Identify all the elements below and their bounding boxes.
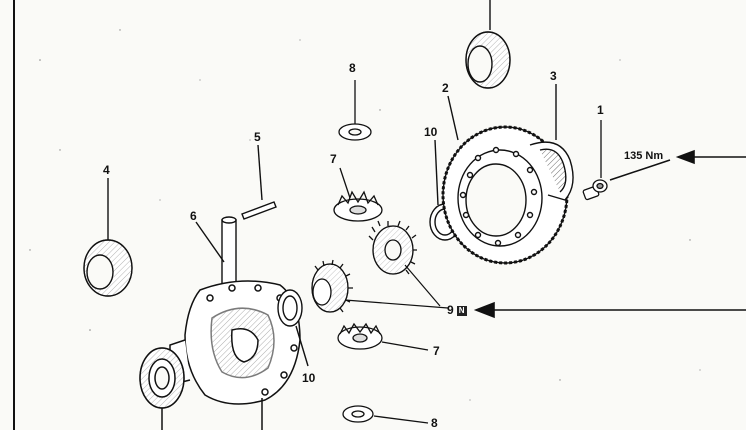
label-part-8-lower: 8 — [431, 416, 438, 430]
label-part-6: 6 — [190, 209, 197, 223]
label-part-5: 5 — [254, 130, 261, 144]
side-gear-center — [368, 220, 417, 275]
spacer-ring-lower — [277, 289, 309, 367]
side-gear-lower — [311, 259, 353, 313]
pinion-gear-lower — [337, 322, 429, 351]
top-bearing — [465, 0, 511, 89]
tapered-bearing-left — [83, 178, 133, 297]
paper-speckle — [29, 29, 701, 401]
new-part-badge-icon: N — [456, 305, 467, 316]
label-part-2: 2 — [442, 81, 449, 95]
label-part-1: 1 — [597, 103, 604, 117]
lock-pin — [241, 144, 277, 220]
thrust-washer-top — [338, 80, 372, 141]
leader-lines-9 — [344, 264, 449, 309]
torque-value-label: 135 Nm — [624, 150, 664, 162]
ball-bearing-lower — [139, 347, 185, 430]
label-part-4: 4 — [103, 163, 110, 177]
torque-arrow — [609, 149, 746, 181]
thrust-washer-lower — [342, 405, 429, 424]
differential-case — [169, 280, 301, 430]
label-part-7-top: 7 — [330, 152, 337, 166]
ring-gear-bolt — [582, 120, 608, 201]
pinion-gear-top — [333, 167, 383, 222]
pinion-shaft — [195, 216, 237, 301]
label-part-9-number: 9 — [447, 303, 454, 317]
label-part-10-lower: 10 — [302, 371, 316, 385]
part9-arrow — [473, 301, 746, 319]
label-part-3: 3 — [550, 69, 557, 83]
ring-gear-hub — [529, 84, 574, 201]
label-part-7-lower: 7 — [433, 344, 440, 358]
label-part-8-top: 8 — [349, 61, 356, 75]
label-part-10-upper: 10 — [424, 125, 438, 139]
